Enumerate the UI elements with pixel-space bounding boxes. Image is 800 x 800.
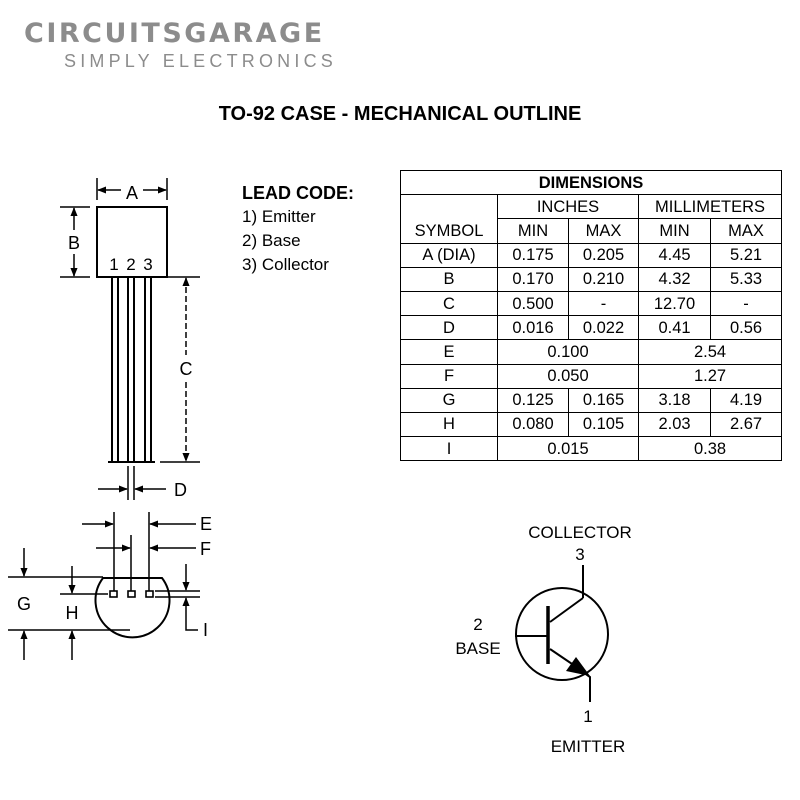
header-mm-min: MIN bbox=[638, 218, 711, 244]
cell-symbol: D bbox=[400, 315, 498, 341]
label-e: E bbox=[200, 514, 212, 534]
package-body bbox=[96, 206, 168, 278]
table-row: B 0.170 0.210 4.32 5.33 bbox=[400, 266, 783, 292]
table-header-row: SYMBOL MIN MAX MIN MAX bbox=[400, 218, 783, 244]
cell-symbol: A (DIA) bbox=[400, 242, 498, 268]
table-row: F 0.050 1.27 bbox=[400, 363, 783, 389]
table-row: C 0.500 - 12.70 - bbox=[400, 290, 783, 317]
page-title: TO-92 CASE - MECHANICAL OUTLINE bbox=[218, 103, 582, 125]
bottom-view bbox=[8, 512, 200, 660]
table-row: D 0.016 0.022 0.41 0.56 bbox=[400, 315, 783, 341]
pin-number-3: 3 bbox=[143, 255, 152, 274]
table-group-row: INCHES MILLIMETERS bbox=[400, 194, 783, 220]
collector-line bbox=[549, 597, 584, 623]
header-symbol: SYMBOL bbox=[400, 218, 498, 244]
cell-mm-min: 3.18 bbox=[638, 387, 711, 413]
lead-code-header: LEAD CODE: bbox=[242, 183, 354, 203]
side-view bbox=[60, 178, 200, 500]
emitter-pin-number: 1 bbox=[583, 707, 592, 726]
collector-label: COLLECTOR bbox=[528, 523, 632, 542]
cell-mm-max: 0.56 bbox=[709, 315, 783, 341]
table-row: E 0.100 2.54 bbox=[400, 339, 783, 365]
cell-symbol: I bbox=[400, 436, 498, 462]
header-mm-max: MAX bbox=[709, 218, 783, 244]
label-a: A bbox=[126, 183, 138, 203]
cell-mm-nominal: 2.54 bbox=[637, 339, 783, 365]
table-row: H 0.080 0.105 2.03 2.67 bbox=[400, 411, 783, 438]
table-row: I 0.015 0.38 bbox=[400, 436, 783, 462]
cell-mm-nominal: 0.38 bbox=[637, 436, 783, 462]
cell-symbol: G bbox=[400, 387, 498, 413]
label-f: F bbox=[200, 539, 211, 559]
cell-in-min: 0.170 bbox=[497, 266, 569, 292]
logo-brand: CIRCUITSGARAGE bbox=[24, 18, 325, 49]
label-c: C bbox=[180, 359, 193, 379]
cell-in-min: 0.125 bbox=[497, 387, 569, 413]
cell-mm-max: 5.21 bbox=[709, 242, 783, 268]
label-g: G bbox=[17, 594, 31, 614]
cell-in-max: 0.210 bbox=[568, 266, 639, 292]
cell-mm-min: 12.70 bbox=[638, 290, 711, 317]
lead-code-item: 3) Collector bbox=[242, 255, 329, 274]
emitter-arrow-icon bbox=[566, 657, 590, 676]
logo: CIRCUITSGARAGE SIMPLY ELECTRONICS bbox=[24, 18, 384, 72]
table-row: A (DIA) 0.175 0.205 4.45 5.21 bbox=[400, 242, 783, 268]
npn-transistor-symbol bbox=[515, 565, 609, 702]
logo-tagline: SIMPLY ELECTRONICS bbox=[64, 51, 337, 71]
cell-in-max: 0.165 bbox=[568, 387, 639, 413]
base-label: BASE bbox=[455, 639, 500, 658]
label-i: I bbox=[203, 620, 208, 640]
cell-in-max: 0.105 bbox=[568, 411, 639, 438]
table-row: G 0.125 0.165 3.18 4.19 bbox=[400, 387, 783, 413]
cell-in-min: 0.080 bbox=[497, 411, 569, 438]
cell-in-nominal: 0.015 bbox=[497, 436, 639, 462]
pin-number-2: 2 bbox=[126, 255, 135, 274]
lead-code-item: 2) Base bbox=[242, 231, 301, 250]
cell-symbol: E bbox=[400, 339, 498, 365]
label-b: B bbox=[68, 233, 80, 253]
cell-in-max: 0.022 bbox=[568, 315, 639, 341]
emitter-label: EMITTER bbox=[551, 737, 626, 756]
cell-in-min: 0.500 bbox=[497, 290, 569, 317]
header-inches: INCHES bbox=[497, 194, 639, 220]
lead-code-item: 1) Emitter bbox=[242, 207, 316, 226]
collector-pin-number: 3 bbox=[575, 545, 584, 564]
symbol-header-spacer bbox=[400, 194, 498, 219]
label-d: D bbox=[174, 480, 187, 500]
base-pin-number: 2 bbox=[473, 615, 482, 634]
cell-mm-max: 5.33 bbox=[709, 266, 783, 292]
pin-number-1: 1 bbox=[109, 255, 118, 274]
package-outline bbox=[94, 577, 171, 639]
emitter-lead bbox=[582, 671, 591, 702]
dimensions-table: DIMENSIONS INCHES MILLIMETERS SYMBOL MIN… bbox=[399, 169, 783, 462]
cell-mm-min: 2.03 bbox=[638, 411, 711, 438]
lead-code: LEAD CODE: 1) Emitter 2) Base 3) Collect… bbox=[242, 181, 354, 277]
transistor-circle bbox=[515, 587, 609, 681]
label-h: H bbox=[66, 603, 79, 623]
cell-mm-min: 0.41 bbox=[638, 315, 711, 341]
